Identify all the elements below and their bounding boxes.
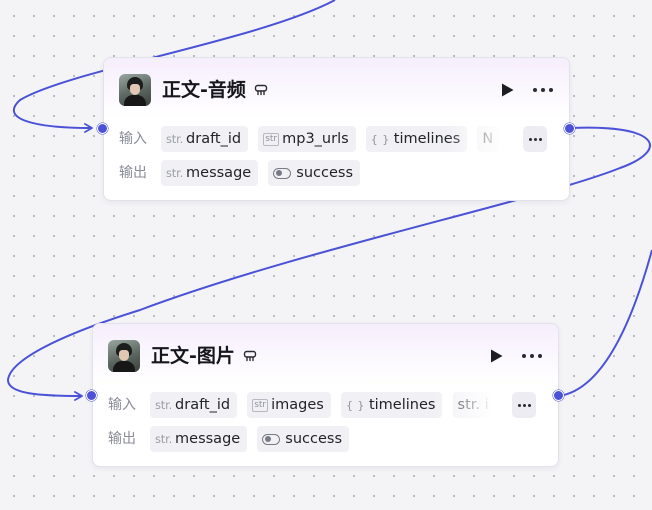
object-type-icon: { }: [345, 398, 365, 412]
param-name: draft_id: [175, 397, 231, 413]
more-dot-icon: [522, 354, 526, 358]
param-name: mp3_urls: [282, 131, 349, 147]
inputs-more-button[interactable]: [512, 392, 536, 418]
param-name: timelines: [368, 397, 436, 413]
str-type-icon: str.: [155, 432, 173, 446]
param-tag[interactable]: success: [257, 426, 350, 452]
input-label: 输入: [119, 131, 147, 147]
str-type-icon: str.: [166, 132, 184, 146]
node-more-button[interactable]: [529, 80, 557, 100]
image-output-port[interactable]: [553, 390, 564, 401]
image-input-port[interactable]: [86, 390, 97, 401]
input-row: 输入 str. draft_id str images { } timeline…: [108, 392, 546, 418]
more-dot-icon: [533, 88, 537, 92]
node-image[interactable]: 正文-图片 输入 str. draft_id str images { } ti…: [92, 323, 559, 467]
param-name: success: [296, 165, 354, 181]
node-more-button[interactable]: [518, 346, 546, 366]
param-tag[interactable]: str. message: [150, 426, 248, 452]
node-header: [104, 58, 569, 120]
param-tag[interactable]: str. i: [452, 392, 496, 418]
edge-image-out[interactable]: [558, 249, 652, 397]
input-label: 输入: [108, 397, 136, 413]
more-dot-icon: [517, 403, 521, 407]
param-name: success: [285, 431, 343, 447]
param-tag[interactable]: str. draft_id: [150, 392, 238, 418]
output-label: 输出: [108, 431, 136, 447]
param-tag[interactable]: str mp3_urls: [258, 126, 356, 152]
param-tag[interactable]: N: [477, 126, 501, 152]
plugin-icon: [243, 350, 257, 362]
play-icon: [501, 83, 513, 97]
output-label: 输出: [119, 165, 147, 181]
output-row: 输出 str. message success: [119, 160, 557, 186]
input-row: 输入 str. draft_id str mp3_urls { } timeli…: [119, 126, 557, 152]
input-tags: str. draft_id str images { } timelines s…: [150, 392, 504, 418]
plugin-icon: [254, 84, 268, 96]
inputs-more-button[interactable]: [523, 126, 547, 152]
node-audio[interactable]: 正文-音频 输入 str. draft_id str mp3_urls { } …: [103, 57, 570, 201]
param-tag[interactable]: success: [268, 160, 361, 186]
input-tags: str. draft_id str mp3_urls { } timelines…: [161, 126, 515, 152]
param-tag[interactable]: str. message: [161, 160, 259, 186]
array-str-type-icon: str: [263, 132, 280, 146]
output-tags: str. message success: [150, 426, 504, 452]
object-type-icon: { }: [370, 132, 390, 146]
param-name: message: [186, 165, 252, 181]
boolean-toggle-icon: [262, 433, 281, 445]
node-title[interactable]: 正文-图片: [151, 345, 235, 367]
param-name: timelines: [393, 131, 461, 147]
play-icon: [490, 349, 502, 363]
array-str-type-icon: str: [252, 398, 269, 412]
more-dot-icon: [528, 137, 532, 141]
run-button[interactable]: [486, 346, 506, 366]
output-row: 输出 str. message success: [108, 426, 546, 452]
str-type-icon: str.: [166, 166, 184, 180]
param-name: images: [271, 397, 324, 413]
param-tag[interactable]: str. draft_id: [161, 126, 249, 152]
audio-output-port[interactable]: [564, 123, 575, 134]
param-name: N: [482, 131, 494, 147]
param-tag[interactable]: { } timelines: [365, 126, 468, 152]
node-title[interactable]: 正文-音频: [162, 79, 246, 101]
param-name: str. i: [457, 397, 489, 413]
audio-input-port[interactable]: [97, 123, 108, 134]
output-tags: str. message success: [161, 160, 515, 186]
str-type-icon: str.: [155, 398, 173, 412]
node-header: [93, 324, 558, 386]
param-tag[interactable]: { } timelines: [340, 392, 443, 418]
node-avatar: [119, 74, 151, 106]
boolean-toggle-icon: [273, 167, 292, 179]
param-name: message: [175, 431, 241, 447]
node-avatar: [108, 340, 140, 372]
param-name: draft_id: [186, 131, 242, 147]
param-tag[interactable]: str images: [247, 392, 331, 418]
run-button[interactable]: [497, 80, 517, 100]
